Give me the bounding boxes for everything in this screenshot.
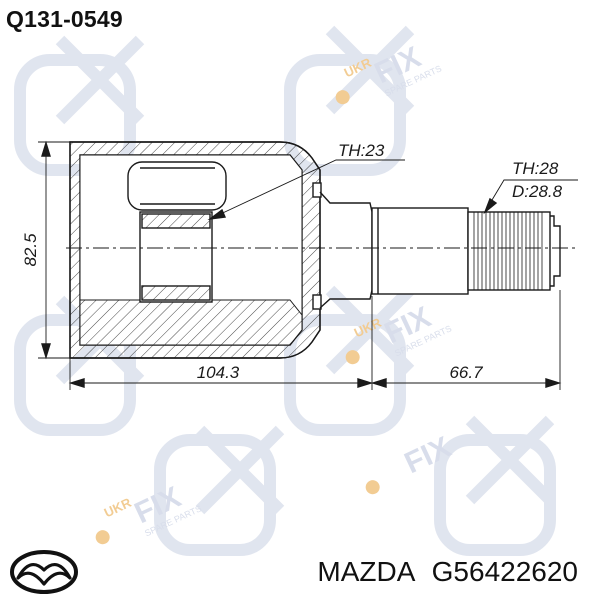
arrow-head <box>545 378 562 388</box>
spline-tip <box>550 215 561 287</box>
drawing <box>38 140 578 390</box>
oem-number: G56422620 <box>431 556 578 587</box>
shaft-length-label: 66.7 <box>449 363 483 382</box>
housing-length-label: 104.3 <box>197 363 240 382</box>
watermark-brand-top: UKR <box>102 495 134 521</box>
arrow-head <box>41 140 51 157</box>
outer-spline-label: TH:28 <box>512 159 559 178</box>
spline-teeth <box>473 212 543 290</box>
spider-hatch <box>141 213 211 229</box>
housing-groove <box>312 182 322 198</box>
arrow-head <box>483 197 498 215</box>
spider-hatch <box>141 285 211 301</box>
inner-spline-label: TH:23 <box>338 141 385 160</box>
leader-inner-spline <box>211 159 405 219</box>
arrow-head <box>207 208 227 221</box>
arrow-head <box>357 378 374 388</box>
watermark-brand-main: FIX <box>400 431 456 481</box>
tripod-roller <box>127 161 227 211</box>
shaft <box>371 207 469 295</box>
arrow-head <box>370 378 387 388</box>
gear-icon <box>365 480 380 495</box>
arrow-head <box>41 343 51 360</box>
make-label: MAZDA <box>317 556 414 587</box>
part-number: Q131-0549 <box>6 6 123 32</box>
outer-diameter-label: D:28.8 <box>512 182 563 201</box>
footer-brand: MAZDA G56422620 <box>317 556 578 588</box>
gear-icon <box>95 530 110 545</box>
height-label: 82.5 <box>21 233 40 267</box>
gear-icon <box>345 350 360 365</box>
arrow-head <box>68 378 85 388</box>
stem-neck <box>319 191 373 309</box>
watermark-logo-4: UKR FIX SPARE PARTS <box>95 481 203 545</box>
gear-icon <box>335 90 350 105</box>
housing-bottom-hatch <box>79 299 303 346</box>
housing-groove <box>312 294 322 310</box>
mazda-logo-icon <box>10 550 78 594</box>
housing-outline <box>69 141 321 359</box>
